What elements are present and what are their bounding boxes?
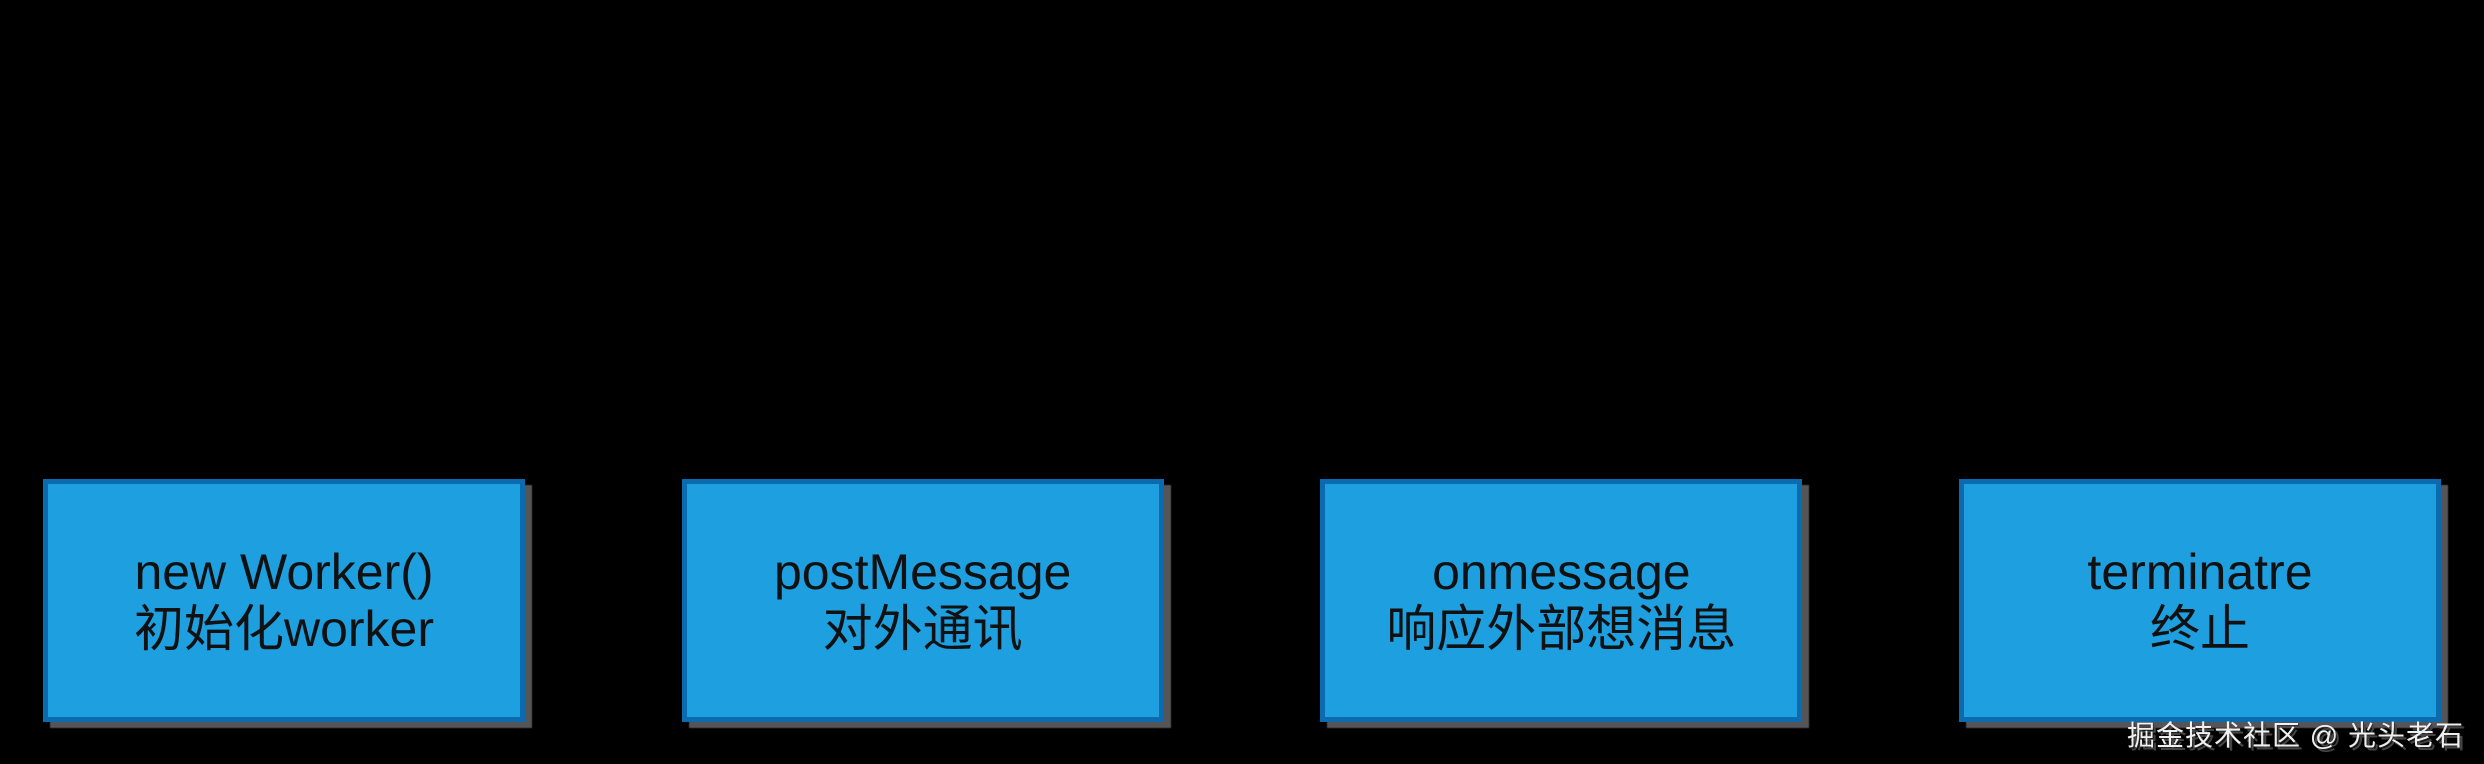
node-terminate: terminatre 终止 bbox=[1958, 479, 2441, 722]
node-title: terminatre bbox=[2087, 543, 2313, 600]
node-new-worker: new Worker() 初始化worker bbox=[43, 479, 525, 722]
node-title: onmessage bbox=[1432, 543, 1691, 600]
node-subtitle: 响应外部想消息 bbox=[1386, 600, 1737, 657]
node-onmessage: onmessage 响应外部想消息 bbox=[1320, 479, 1803, 722]
node-title: new Worker() bbox=[134, 543, 434, 600]
node-subtitle: 初始化worker bbox=[133, 600, 435, 657]
node-title: postMessage bbox=[773, 543, 1072, 600]
worker-lifecycle-diagram: new Worker() 初始化worker postMessage 对外通讯 … bbox=[0, 479, 2484, 722]
node-post-message: postMessage 对外通讯 bbox=[681, 479, 1164, 722]
node-subtitle: 终止 bbox=[2149, 600, 2250, 657]
node-subtitle: 对外通讯 bbox=[822, 600, 1023, 657]
watermark: 掘金技术社区 @ 光头老石 bbox=[2127, 720, 2464, 751]
